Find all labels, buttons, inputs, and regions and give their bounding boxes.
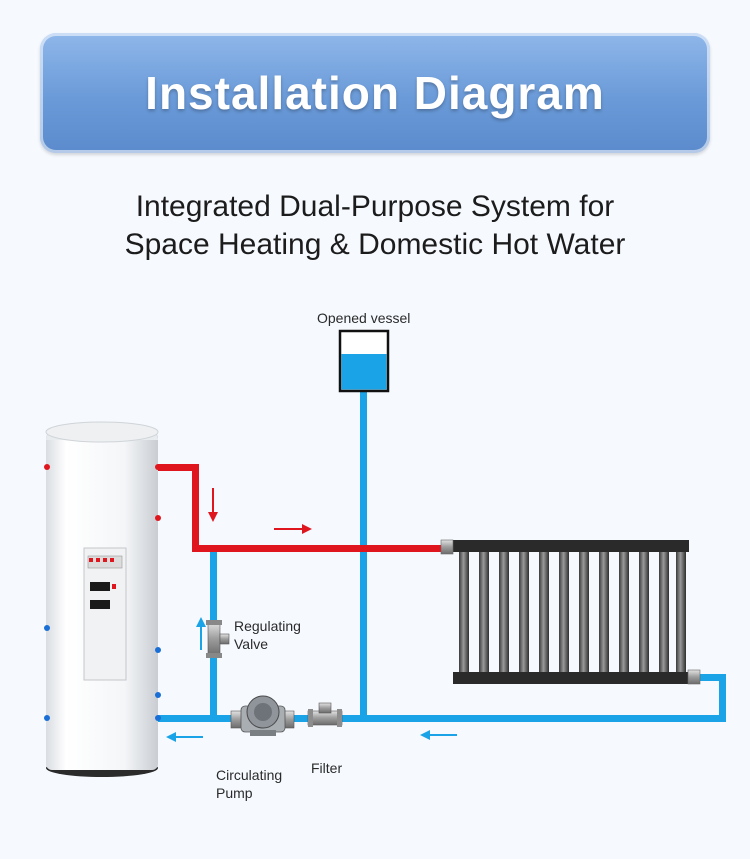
circulating-pump-label-line-2: Pump <box>216 785 253 801</box>
expansion-vessel-icon <box>338 329 390 393</box>
subtitle-line-1: Integrated Dual-Purpose System for <box>135 190 615 223</box>
water-tank-icon <box>44 421 161 777</box>
page-title: Installation Diagram <box>145 67 605 119</box>
pump-icon <box>230 695 295 736</box>
filter-label: Filter <box>311 760 343 776</box>
opened-vessel-label: Opened vessel <box>317 310 411 326</box>
radiator-icon <box>440 539 701 685</box>
regulating-valve-label-line-1: Regulating <box>234 618 301 634</box>
circulating-pump-label-line-1: Circulating <box>216 767 283 783</box>
flow-arrow-icon <box>166 488 457 742</box>
hot-supply-pipes <box>157 464 444 552</box>
subtitle-line-2: Space Heating & Domestic Hot Water <box>124 228 626 261</box>
title-banner: Installation Diagram <box>40 33 710 153</box>
regulating-valve-label-line-2: Valve <box>234 636 268 652</box>
filter-icon <box>307 702 343 727</box>
valve-icon <box>206 620 230 658</box>
